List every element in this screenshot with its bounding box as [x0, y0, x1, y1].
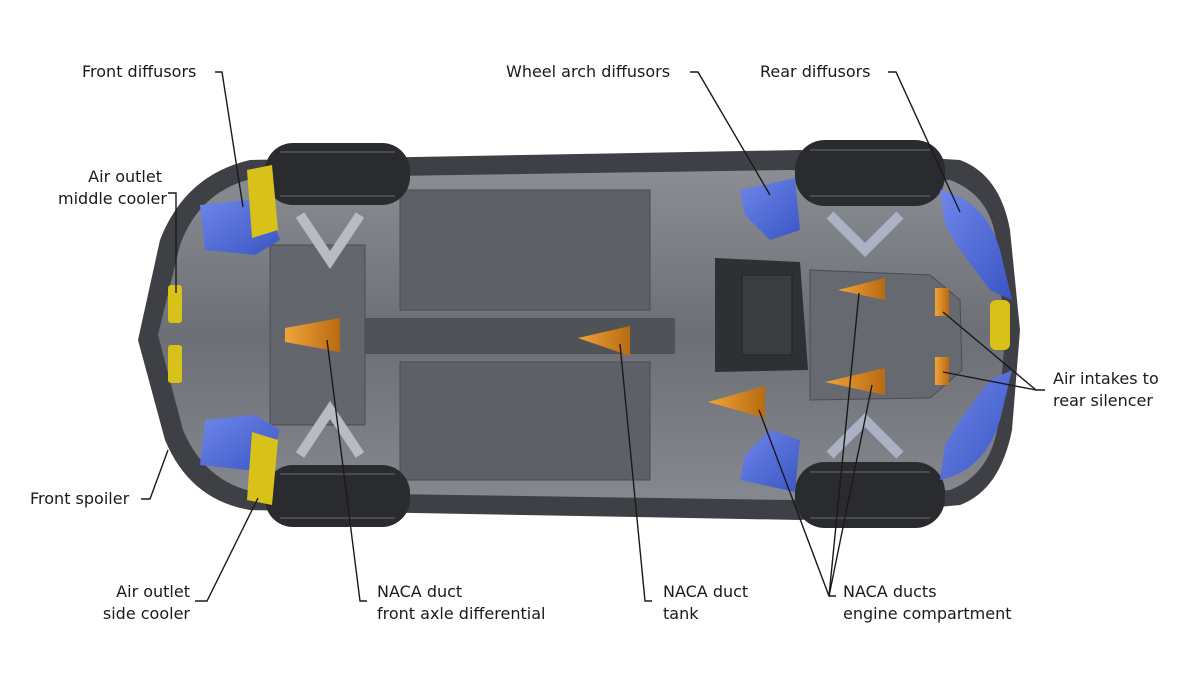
leader-rear-diffusors	[888, 71, 961, 213]
naca-duct-engine-3	[708, 386, 765, 418]
middle-cooler-outlet-lower	[168, 345, 182, 383]
leader-naca-engine-2	[828, 384, 873, 597]
suspension-front-left	[295, 212, 365, 270]
label-air-outlet-side-cooler-line1: Air outlet	[116, 582, 190, 601]
tire-rear-right	[795, 462, 945, 528]
rear-silencer-intake-2	[935, 357, 949, 385]
label-front-spoiler: Front spoiler	[30, 488, 129, 510]
label-air-intakes-rear-silencer-line1: Air intakes to	[1053, 369, 1159, 388]
leader-air-outlet-side-cooler	[195, 497, 259, 602]
label-naca-tank: NACA duct tank	[663, 581, 748, 625]
label-air-outlet-middle-cooler: Air outlet middle cooler	[58, 166, 167, 210]
label-front-diffusors: Front diffusors	[82, 61, 196, 83]
tire-rear-left	[795, 140, 945, 206]
wheels	[265, 140, 945, 528]
leader-naca-tank	[619, 343, 652, 602]
middle-cooler-outlet-upper	[168, 285, 182, 323]
label-air-outlet-side-cooler: Air outlet side cooler	[84, 581, 190, 625]
naca-ducts	[285, 278, 949, 418]
label-air-intakes-rear-silencer-line2: rear silencer	[1053, 391, 1153, 410]
rear-yellow-vent	[990, 300, 1010, 350]
wheel-arch-diffusor-right	[740, 430, 800, 492]
tire-front-left	[265, 143, 410, 205]
label-naca-front-axle-line1: NACA duct	[377, 582, 463, 601]
label-front-diffusors-line1: Front diffusors	[82, 62, 197, 81]
label-air-outlet-middle-cooler-line1: Air outlet	[88, 167, 162, 186]
label-naca-front-axle-line2: front axle differential	[377, 604, 546, 623]
label-naca-tank-line1: NACA duct	[663, 582, 749, 601]
rear-floor	[809, 269, 963, 401]
leader-front-spoiler	[141, 449, 169, 500]
leader-lines	[141, 71, 1045, 602]
naca-duct-engine-1	[838, 278, 885, 300]
cooler-outlets	[168, 165, 1010, 505]
rear-diffusor-right	[940, 370, 1012, 480]
label-naca-engine: NACA ducts engine compartment	[843, 581, 1011, 625]
side-cooler-outlet-left	[247, 165, 278, 238]
wheel-arch-diffusor-left	[740, 178, 800, 240]
leader-front-diffusors	[215, 71, 244, 208]
label-naca-front-axle: NACA duct front axle differential	[377, 581, 545, 625]
engine-block	[741, 274, 793, 356]
naca-duct-front-axle	[285, 318, 340, 352]
label-air-intakes-rear-silencer: Air intakes to rear silencer	[1053, 368, 1159, 412]
naca-duct-engine-2	[825, 368, 885, 395]
suspension-rear-left	[826, 211, 904, 258]
label-naca-engine-line2: engine compartment	[843, 604, 1012, 623]
naca-duct-tank	[578, 326, 630, 356]
label-air-outlet-middle-cooler-line2: middle cooler	[58, 189, 167, 208]
car-body	[138, 150, 1020, 520]
label-wheel-arch-diffusors-line1: Wheel arch diffusors	[506, 62, 671, 81]
label-naca-engine-line1: NACA ducts	[843, 582, 937, 601]
leader-naca-front-axle	[326, 339, 367, 602]
label-air-outlet-side-cooler-line2: side cooler	[102, 604, 190, 623]
label-rear-diffusors-line1: Rear diffusors	[760, 62, 871, 81]
side-cooler-outlet-right	[247, 432, 278, 505]
leader-wheel-arch-diffusors	[690, 71, 771, 196]
leader-air-intake-2	[942, 371, 1037, 391]
label-naca-tank-line2: tank	[663, 604, 699, 623]
floor-panel-front-left	[399, 189, 651, 311]
tire-front-right	[265, 465, 410, 527]
rear-silencer-intake-1	[935, 288, 949, 316]
leader-naca-engine-3	[828, 292, 860, 597]
label-rear-diffusors: Rear diffusors	[760, 61, 871, 83]
label-front-spoiler-line1: Front spoiler	[30, 489, 130, 508]
suspension-front-right	[295, 400, 365, 458]
leader-air-outlet-middle-cooler	[168, 192, 177, 293]
floor-panel-front-right	[399, 361, 651, 481]
rear-diffusor-left	[940, 190, 1012, 300]
label-wheel-arch-diffusors: Wheel arch diffusors	[506, 61, 670, 83]
